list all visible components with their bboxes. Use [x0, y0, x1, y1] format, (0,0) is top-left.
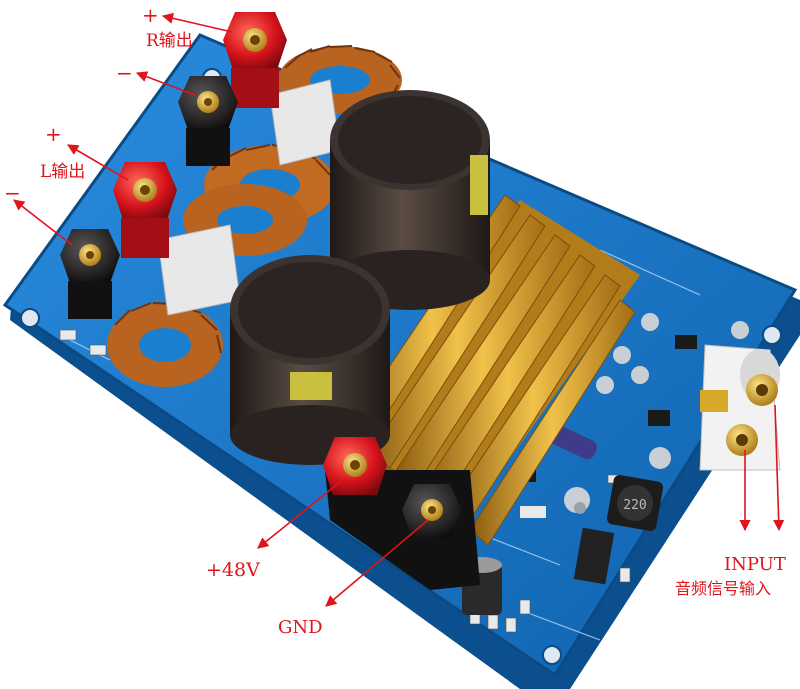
arrow-r-minus [135, 71, 196, 96]
arrow-power [257, 477, 346, 549]
arrow-input-right [773, 404, 785, 532]
rca-input-block [699, 344, 781, 471]
arrow-l-minus [13, 199, 73, 246]
input-label: INPUT [724, 554, 786, 575]
l-minus-label: − [4, 181, 21, 205]
gnd-label: GND [278, 617, 323, 638]
l-plus-label: + [45, 122, 62, 146]
input-description-label: 音频信号输入 [675, 579, 772, 598]
binding-posts [60, 12, 480, 590]
l-output-label: L输出 [40, 162, 86, 182]
arrow-r-plus [161, 12, 233, 33]
r-minus-label: − [116, 61, 133, 85]
inductor-marking: 220 [623, 498, 646, 513]
arrow-gnd [325, 519, 429, 607]
r-plus-label: + [142, 3, 159, 27]
film-capacitors [157, 79, 341, 316]
power-48v-label: +48V [206, 559, 260, 581]
annotation-arrows [13, 12, 785, 607]
arrow-l-plus [67, 144, 129, 181]
electrolytic-capacitors [230, 90, 490, 465]
r-output-label: R输出 [146, 31, 193, 51]
